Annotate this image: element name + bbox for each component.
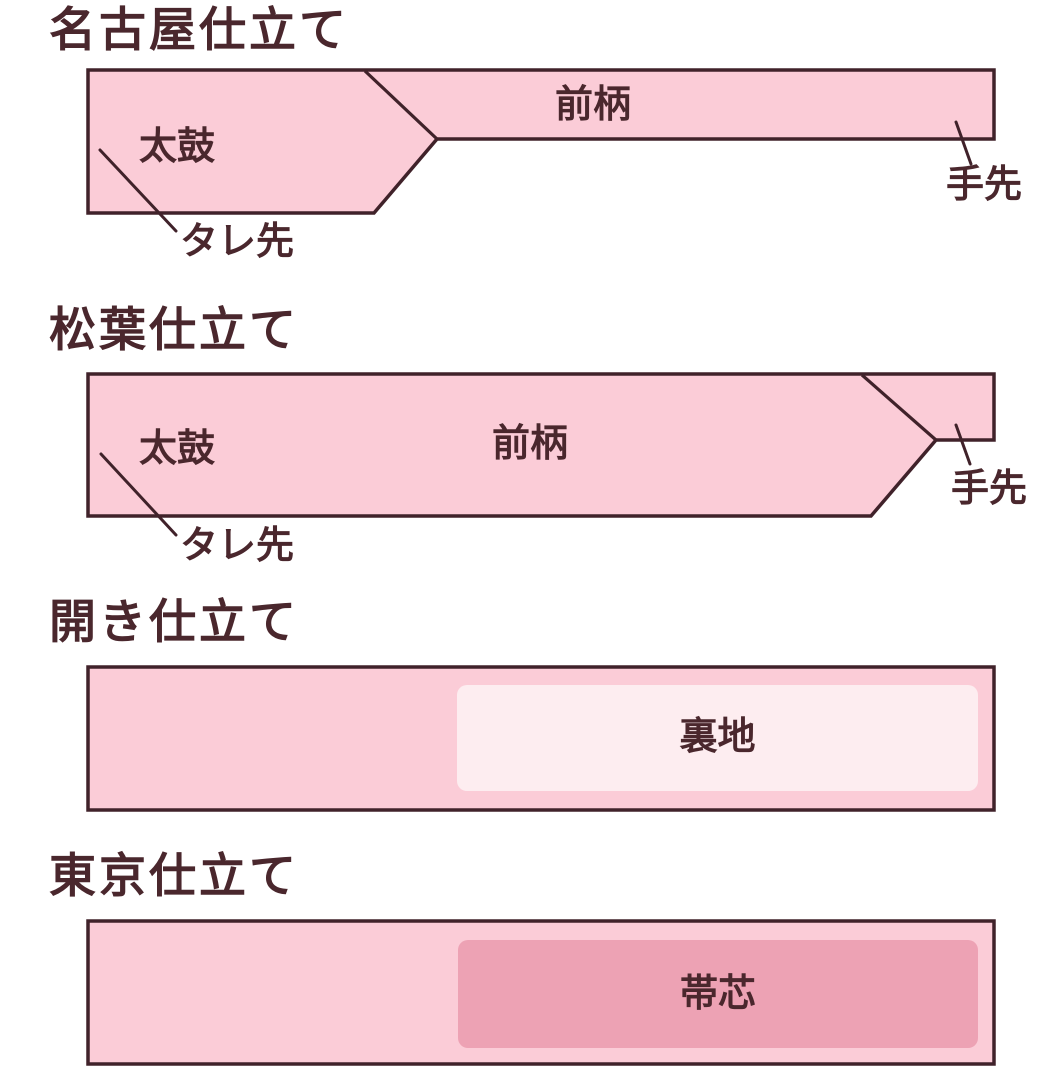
nagoya-fold-seam-line <box>363 69 439 141</box>
matsuba-taresaki-label: タレ先 <box>180 523 295 567</box>
section-title-hiraki: 開き仕立て <box>49 595 299 650</box>
hiraki-lining-area <box>457 685 978 791</box>
hiraki-uraji-label: 裏地 <box>679 714 756 758</box>
matsuba-taiko-label: 太鼓 <box>139 426 216 470</box>
nagoya-taresaki-label: タレ先 <box>180 219 295 263</box>
tokyo-obishin-label: 帯芯 <box>679 971 756 1015</box>
matsuba-tesaki-label: 手先 <box>951 466 1028 510</box>
tokyo-core-area <box>458 940 978 1048</box>
matsuba-fold-seam-line <box>860 373 938 442</box>
section-title-matsuba: 松葉仕立て <box>49 303 299 358</box>
nagoya-obi-shape <box>86 68 996 215</box>
nagoya-taresaki-leader-line <box>98 148 178 233</box>
matsuba-tesaki-leader-line <box>954 423 972 466</box>
section-title-tokyo: 東京仕立て <box>49 849 299 904</box>
section-title-nagoya: 名古屋仕立て <box>49 3 349 58</box>
nagoya-taiko-label: 太鼓 <box>139 124 216 168</box>
nagoya-tesaki-label: 手先 <box>946 162 1023 206</box>
nagoya-tesaki-leader-line <box>954 120 973 166</box>
nagoya-maegara-label: 前柄 <box>555 82 632 126</box>
matsuba-taresaki-leader-line <box>99 452 178 537</box>
matsuba-maegara-label: 前柄 <box>492 421 569 465</box>
